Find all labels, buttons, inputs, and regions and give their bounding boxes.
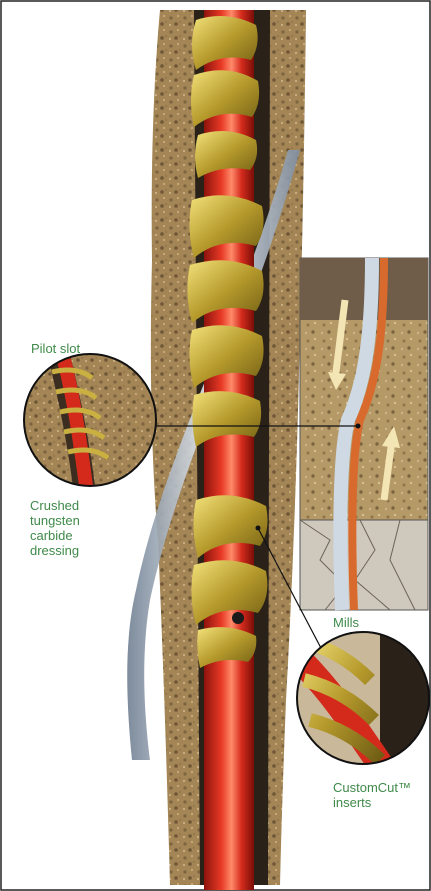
mills-label: Mills — [333, 615, 359, 630]
pilot-slot-detail — [24, 354, 156, 486]
leader-mills-dot — [256, 526, 261, 531]
pilot-slot-label: Pilot slot — [31, 341, 80, 356]
mill-lower — [191, 495, 267, 668]
mills-detail — [297, 632, 429, 764]
leader-pilot-dot — [356, 424, 361, 429]
crushed-dressing-label: Crushed tungsten carbide dressing — [30, 498, 80, 558]
inset-section — [300, 258, 428, 610]
customcut-inserts-label: CustomCut™ inserts — [333, 780, 411, 810]
mill-upper — [191, 16, 259, 178]
